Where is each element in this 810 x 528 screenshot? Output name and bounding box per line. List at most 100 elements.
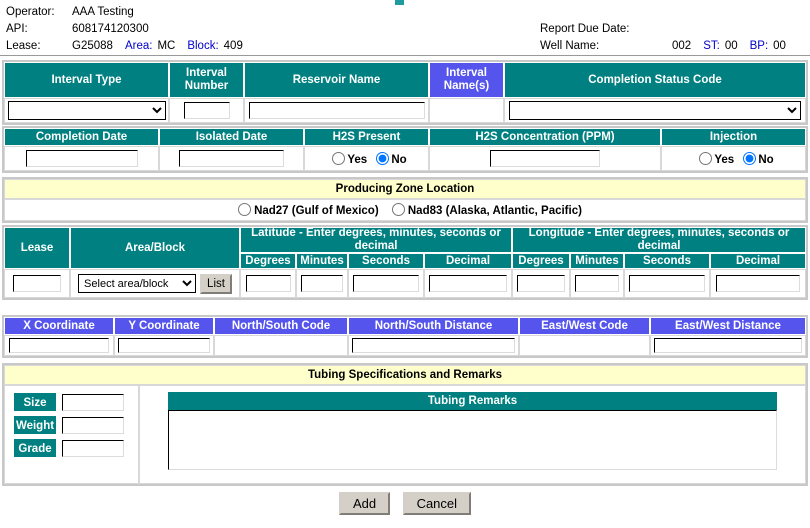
lat-seconds-input[interactable] [353, 275, 419, 292]
interval-header-row: Interval Type Interval Number Reservoir … [4, 62, 806, 98]
header-completion-status-code: Completion Status Code [504, 62, 806, 98]
lat-degrees-input[interactable] [245, 275, 291, 292]
nad83-radio[interactable] [391, 203, 405, 216]
injection-no-label: No [758, 153, 774, 166]
header-latitude: Latitude - Enter degrees, minutes, secon… [240, 227, 512, 253]
area-block-select[interactable]: Select area/block [78, 274, 197, 293]
interval-table: Interval Type Interval Number Reservoir … [2, 60, 808, 125]
block-label: Block: [187, 40, 219, 52]
lat-minutes-input[interactable] [301, 275, 343, 292]
tubing-remarks-textarea[interactable] [168, 410, 777, 470]
add-button[interactable]: Add [338, 492, 391, 515]
cell-lon-decimal [710, 269, 806, 298]
header-completion-date: Completion Date [4, 128, 159, 146]
tubing-band-title: Tubing Specifications and Remarks [4, 365, 806, 385]
y-coordinate-input[interactable] [118, 338, 210, 353]
tubing-grade-input[interactable] [62, 439, 124, 457]
injection-yes-radio[interactable] [699, 151, 713, 165]
h2s-no-radio[interactable] [376, 151, 390, 165]
block-value: 409 [223, 40, 243, 52]
x-coordinate-input[interactable] [9, 338, 109, 353]
reservoir-name-input[interactable] [248, 102, 425, 119]
tubing-weight-input[interactable] [62, 416, 124, 434]
cell-completion-date [4, 146, 159, 171]
lon-degrees-input[interactable] [517, 275, 565, 292]
tubing-weight-line: Weight [13, 415, 134, 435]
nad27-option[interactable]: Nad27 (Gulf of Mexico) [228, 203, 382, 217]
list-button[interactable]: List [200, 273, 232, 294]
area-label: Area: [124, 40, 153, 52]
injection-yes-label: Yes [714, 153, 735, 166]
latitude-subheader-row: Degrees Minutes Seconds Decimal [240, 253, 512, 269]
lon-decimal-input[interactable] [716, 275, 800, 292]
st-value: 00 [724, 40, 738, 52]
lat-decimal-input[interactable] [429, 275, 507, 292]
nad27-label: Nad27 (Gulf of Mexico) [254, 205, 379, 217]
cell-lon-degrees [512, 269, 570, 298]
latitude-group: Latitude - Enter degrees, minutes, secon… [240, 227, 512, 269]
cell-lat-decimal [424, 269, 512, 298]
completion-date-input[interactable] [25, 150, 138, 167]
coordinate-header-row: X Coordinate Y Coordinate North/South Co… [4, 317, 806, 335]
lease-input[interactable] [13, 275, 61, 292]
header-x-coordinate: X Coordinate [4, 317, 114, 335]
interval-number-input[interactable] [183, 102, 230, 119]
area-value: MC [157, 40, 176, 52]
nad27-radio[interactable] [238, 203, 252, 216]
header-east-west-code: East/West Code [519, 317, 650, 335]
completion-status-code-select[interactable] [509, 101, 801, 120]
north-south-distance-input[interactable] [352, 338, 515, 353]
h2s-concentration-input[interactable] [490, 150, 600, 167]
header-interval-type: Interval Type [4, 62, 169, 98]
report-due-date-label: Report Due Date: [540, 23, 630, 35]
header-h2s-concentration: H2S Concentration (PPM) [429, 128, 661, 146]
cell-lon-seconds [624, 269, 710, 298]
well-header-info: Operator: AAA Testing API: 608174120300 … [0, 4, 810, 56]
injection-no-radio[interactable] [743, 151, 757, 165]
lon-seconds-input[interactable] [629, 275, 705, 292]
cell-east-west-distance [650, 335, 806, 356]
operator-value: AAA Testing [72, 6, 134, 18]
cell-lat-degrees [240, 269, 296, 298]
h2s-yes-radio[interactable] [332, 151, 346, 165]
header-lon-decimal: Decimal [710, 253, 806, 269]
lon-minutes-input[interactable] [575, 275, 619, 292]
nad83-option[interactable]: Nad83 (Alaska, Atlantic, Pacific) [382, 203, 582, 217]
completion-header-row: Completion Date Isolated Date H2S Presen… [4, 128, 806, 146]
injection-radio-group[interactable]: Yes No [693, 151, 774, 166]
header-lat-seconds: Seconds [348, 253, 424, 269]
tubing-weight-label: Weight [13, 415, 57, 435]
header-lat-degrees: Degrees [240, 253, 296, 269]
cell-reservoir-name [244, 98, 429, 123]
cancel-button[interactable]: Cancel [402, 492, 472, 515]
cell-y-coordinate [114, 335, 214, 356]
location-table: Lease Area/Block Latitude - Enter degree… [2, 225, 808, 300]
well-number: 002 [672, 40, 692, 52]
east-west-distance-input[interactable] [654, 338, 802, 353]
cell-interval-names [429, 98, 504, 123]
header-east-west-distance: East/West Distance [650, 317, 806, 335]
header-north-south-distance: North/South Distance [348, 317, 519, 335]
operator-label: Operator: [6, 6, 55, 18]
interval-type-select[interactable] [7, 101, 166, 120]
tubing-size-input[interactable] [62, 393, 124, 411]
header-h2s-present: H2S Present [304, 128, 429, 146]
completion-table: Completion Date Isolated Date H2S Presen… [2, 126, 808, 173]
location-value-row: Select area/block List [4, 269, 806, 298]
header-lease: Lease [4, 227, 70, 269]
cell-area-block: Select area/block List [70, 269, 240, 298]
cell-interval-number [169, 98, 244, 123]
producing-zone-table: Producing Zone Location Nad27 (Gulf of M… [2, 177, 808, 223]
h2s-no-label: No [391, 153, 407, 166]
h2s-present-radio-group[interactable]: Yes No [326, 151, 407, 166]
cell-completion-status-code [504, 98, 806, 123]
coordinate-table: X Coordinate Y Coordinate North/South Co… [2, 315, 808, 358]
coordinate-value-row [4, 335, 806, 356]
cell-h2s-present: Yes No [304, 146, 429, 171]
header-injection: Injection [661, 128, 806, 146]
header-interval-number: Interval Number [169, 62, 244, 98]
producing-zone-band-title: Producing Zone Location [4, 179, 806, 199]
isolated-date-input[interactable] [179, 150, 284, 167]
cell-interval-type [4, 98, 169, 123]
